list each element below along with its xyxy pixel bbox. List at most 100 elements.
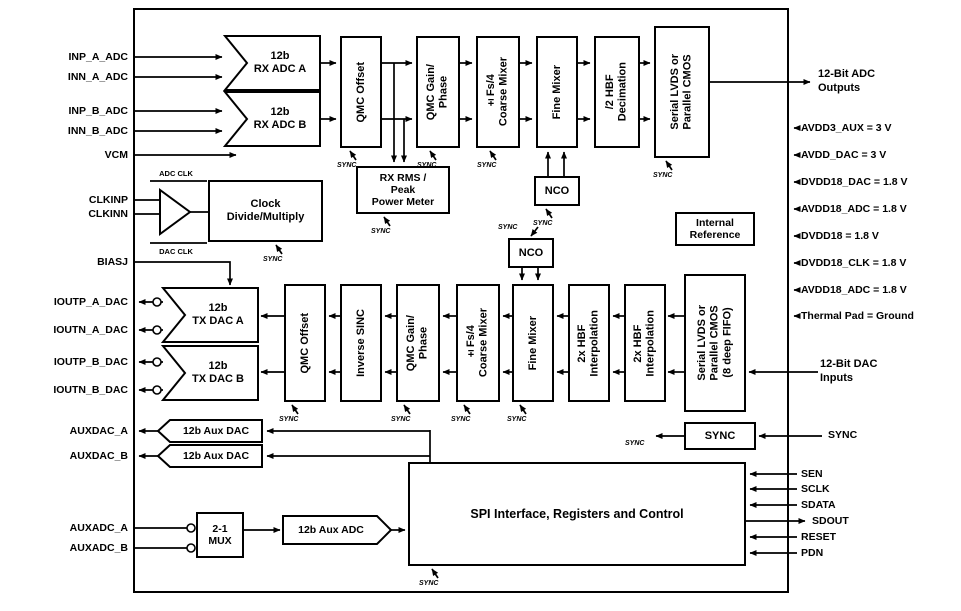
pad-ioutp-a	[152, 297, 162, 307]
aux-adc-shape	[282, 515, 393, 545]
pin-biasj: BIASJ	[97, 256, 128, 268]
dac-inputs-label: 12-Bit DAC Inputs	[820, 358, 878, 384]
pad-ioutn-a	[152, 325, 162, 335]
tx-hbf-interp-2-block: 2x HBF Interpolation	[624, 284, 666, 402]
power-pin-dvdd18-dac: DVDD18_DAC = 1.8 V	[801, 176, 908, 188]
nco-tx-block: NCO	[508, 238, 554, 268]
rx-hbf-decimation-block: /2 HBF Decimation	[594, 36, 640, 148]
sync-arrow-clock	[275, 244, 283, 255]
mux-block: 2-1 MUX	[196, 512, 244, 558]
sync-label-nco-rx: SYNC	[533, 220, 553, 227]
sync-label-tx-fine: SYNC	[507, 416, 527, 423]
sync-arrow-rx-serial	[665, 160, 673, 171]
sync-arrow-tx-qmc-gain	[403, 404, 411, 415]
rx-qmc-gain-block: QMC Gain/ Phase	[416, 36, 460, 148]
tx-dac-a-shape	[160, 287, 259, 343]
pin-reset: RESET	[801, 531, 837, 543]
pin-sdata: SDATA	[801, 499, 836, 511]
sync-arrow-rx-coarse	[489, 150, 497, 161]
rx-adc-b-label: 12b RX ADC B	[253, 106, 307, 131]
sync-label-rx-coarse: SYNC	[477, 162, 497, 169]
aux-dac-a-label: 12b Aux DAC	[182, 424, 250, 437]
rx-adc-a-shape	[222, 35, 321, 91]
clock-divide-multiply-block: Clock Divide/Multiply	[208, 180, 323, 242]
wire-biasj	[133, 261, 233, 286]
tx-qmc-gain-block: QMC Gain/ Phase	[396, 284, 440, 402]
pin-ioutp-a-dac: IOUTP_A_DAC	[53, 296, 128, 308]
pin-ioutp-b-dac: IOUTP_B_DAC	[53, 356, 128, 368]
pin-clkinp: CLKINP	[88, 194, 128, 206]
pin-sen: SEN	[801, 468, 823, 480]
sync-label-tx-qmc-gain: SYNC	[391, 416, 411, 423]
power-pin-avdd18-adc: AVDD18_ADC = 1.8 V	[801, 203, 907, 215]
pin-auxadc-b: AUXADC_B	[69, 542, 128, 554]
clock-mux-triangle	[159, 188, 192, 236]
power-pin-dvdd18-clk: DVDD18_CLK = 1.8 V	[801, 257, 907, 269]
pin-sync: SYNC	[828, 429, 858, 441]
rx-adc-b-shape	[222, 91, 321, 147]
sync-arrow-rms	[383, 216, 391, 227]
power-pin-avdd3-aux: AVDD3_AUX = 3 V	[801, 122, 892, 134]
nco-rx-block: NCO	[534, 176, 580, 206]
rx-qmc-offset-block: QMC Offset	[340, 36, 382, 148]
sync-arrow-tx-fine	[519, 404, 527, 415]
pin-vcm: VCM	[104, 149, 128, 161]
pin-inn-a-adc: INN_A_ADC	[67, 71, 128, 83]
tx-coarse-mixer-block: ±Fs/4 Coarse Mixer	[456, 284, 500, 402]
pin-ioutn-a-dac: IOUTN_A_DAC	[53, 324, 128, 336]
sync-label-sync-block: SYNC	[625, 440, 645, 447]
pin-auxadc-a: AUXADC_A	[69, 522, 128, 534]
sync-label-rms: SYNC	[371, 228, 391, 235]
rx-coarse-mixer-block: ±Fs/4 Coarse Mixer	[476, 36, 520, 148]
sync-label-clock: SYNC	[263, 256, 283, 263]
pin-sclk: SCLK	[801, 483, 830, 495]
tx-dac-b-label: 12b TX DAC B	[192, 360, 244, 385]
sync-arrow-nco-tx	[530, 226, 539, 237]
pin-auxdac-a: AUXDAC_A	[69, 425, 128, 437]
internal-reference-block: Internal Reference	[675, 212, 755, 246]
tx-hbf-interp-1-block: 2x HBF Interpolation	[568, 284, 610, 402]
power-pin-dvdd18: DVDD18 = 1.8 V	[801, 230, 879, 242]
sync-arrow-spi	[431, 568, 439, 579]
pad-ioutn-b	[152, 385, 162, 395]
pin-pdn: PDN	[801, 547, 824, 559]
pin-clkinn: CLKINN	[88, 208, 128, 220]
sync-block: SYNC	[684, 422, 756, 450]
pin-inp-a-adc: INP_A_ADC	[68, 51, 128, 63]
dac-clk-label: DAC CLK	[159, 247, 193, 256]
sync-label-rx-qmc-gain: SYNC	[417, 162, 437, 169]
sync-label-nco-tx: SYNC	[498, 224, 518, 231]
pad-auxadc-a	[186, 523, 196, 533]
sync-label-spi: SYNC	[419, 580, 439, 587]
tx-dac-a-label: 12b TX DAC A	[192, 302, 244, 327]
tx-qmc-offset-block: QMC Offset	[284, 284, 326, 402]
sync-arrow-rx-qmc-offset	[349, 150, 357, 161]
rx-serial-lvds-block: Serial LVDS or Parallel CMOS	[654, 26, 710, 158]
pin-auxdac-b: AUXDAC_B	[69, 450, 128, 462]
pad-ioutp-b	[152, 357, 162, 367]
power-pin-thermal-pad: Thermal Pad = Ground	[801, 310, 914, 322]
chip-boundary	[133, 8, 789, 593]
tx-serial-fifo-block: Serial LVDS or Parallel CMOS (8 deep FIF…	[684, 274, 746, 412]
aux-adc-label: 12b Aux ADC	[298, 523, 364, 536]
rx-adc-a-label: 12b RX ADC A	[253, 50, 307, 75]
power-pin-avdd-dac: AVDD_DAC = 3 V	[801, 149, 887, 161]
sync-arrow-nco-rx	[545, 208, 553, 219]
rx-fine-mixer-block: Fine Mixer	[536, 36, 578, 148]
pad-auxadc-b	[186, 543, 196, 553]
pin-inn-b-adc: INN_B_ADC	[67, 125, 128, 137]
tx-inverse-sinc-block: Inverse SINC	[340, 284, 382, 402]
sync-arrow-tx-qmc-offset	[291, 404, 299, 415]
sync-label-tx-qmc-offset: SYNC	[279, 416, 299, 423]
adc-clk-label: ADC CLK	[159, 169, 193, 178]
pin-inp-b-adc: INP_B_ADC	[68, 105, 128, 117]
aux-dac-b-shape	[156, 444, 263, 468]
rx-rms-meter-block: RX RMS / Peak Power Meter	[356, 166, 450, 214]
spi-block: SPI Interface, Registers and Control	[408, 462, 746, 566]
sync-label-rx-qmc-offset: SYNC	[337, 162, 357, 169]
tx-fine-mixer-block: Fine Mixer	[512, 284, 554, 402]
sync-label-tx-coarse: SYNC	[451, 416, 471, 423]
tx-dac-b-shape	[160, 345, 259, 401]
aux-dac-b-label: 12b Aux DAC	[182, 449, 250, 462]
